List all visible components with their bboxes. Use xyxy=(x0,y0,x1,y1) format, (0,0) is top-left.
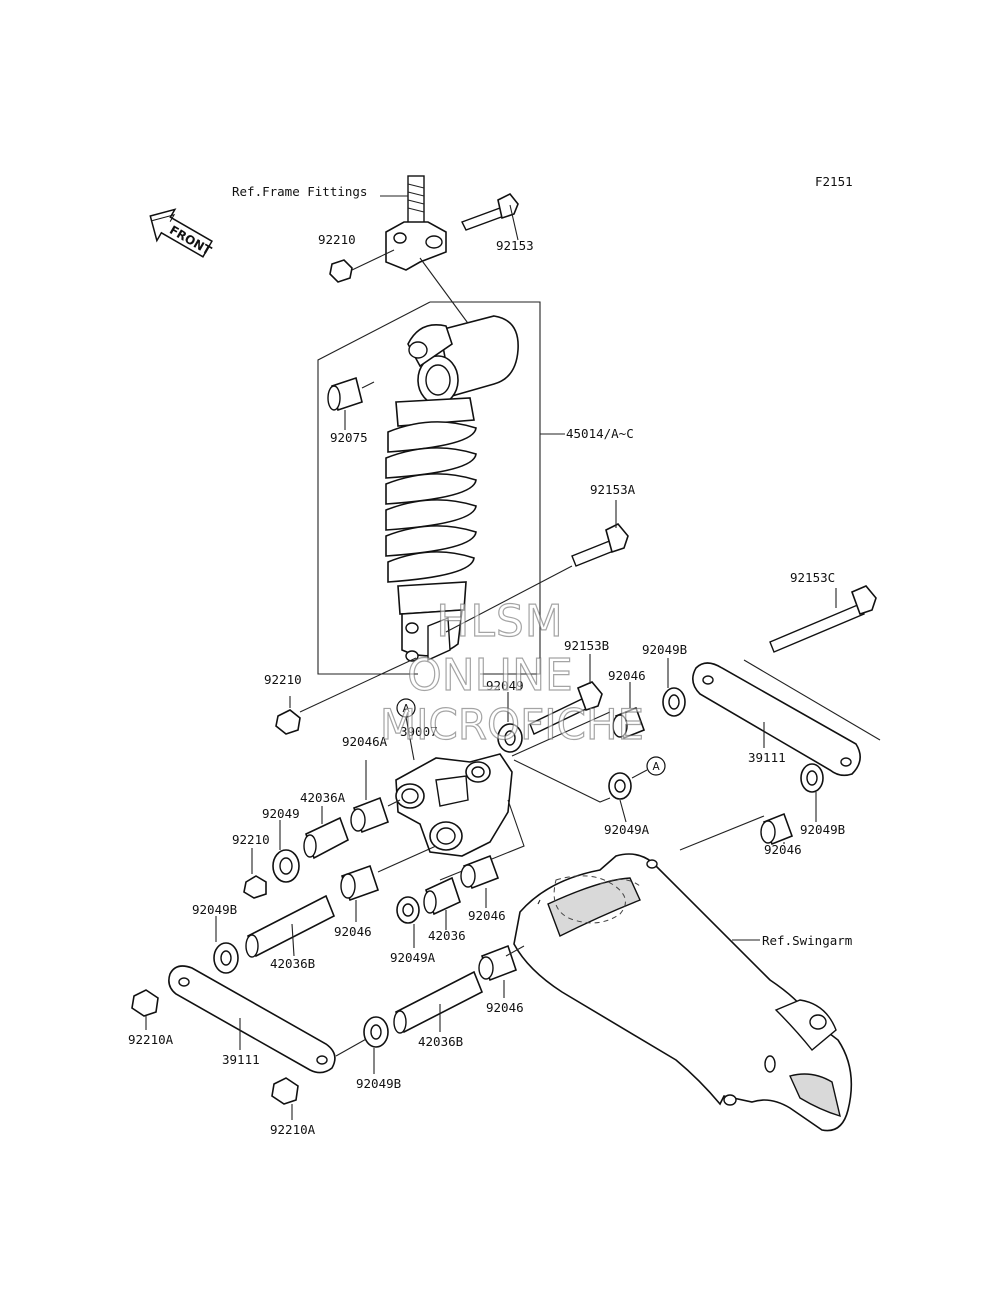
part-label-92046-right: 92046 xyxy=(764,842,802,857)
bolt-92153A xyxy=(571,523,629,567)
tie-rod-39111-right xyxy=(692,662,861,777)
washer-92049B-left xyxy=(213,942,239,974)
nut-92210-mid xyxy=(275,709,301,735)
part-label-39111-left: 39111 xyxy=(222,1052,260,1067)
nut-92210A-left xyxy=(131,989,159,1017)
front-arrow-icon: FRONT xyxy=(149,208,214,258)
part-label-92049A-right: 92049A xyxy=(604,822,650,837)
bearing-92046-mid3 xyxy=(478,944,518,982)
figure-code: F2151 xyxy=(815,174,853,189)
part-label-92210A-bottom: 92210A xyxy=(270,1122,316,1137)
part-label-92153B: 92153B xyxy=(564,638,609,653)
part-label-92049-mid: 92049 xyxy=(486,678,524,693)
ref-frame-fittings-label: Ref.Frame Fittings xyxy=(232,184,367,199)
part-label-92049B-left: 92049B xyxy=(192,902,237,917)
collar-42036B-mid xyxy=(393,970,484,1034)
part-label-39007: 39007 xyxy=(400,724,438,739)
part-label-92046-mid1: 92046 xyxy=(334,924,372,939)
bolt-92153 xyxy=(461,192,519,231)
bearing-92046-mid2 xyxy=(460,854,500,890)
bearing-92046-mid1 xyxy=(340,864,380,902)
marker-a-left: A xyxy=(403,703,411,715)
collar-42036B-left xyxy=(245,894,336,958)
part-label-92046-mid2: 92046 xyxy=(468,908,506,923)
part-label-92210-left: 92210 xyxy=(232,832,270,847)
bearing-92046A xyxy=(350,796,390,834)
part-label-92049-left: 92049 xyxy=(262,806,300,821)
washer-92049B-right-lower xyxy=(800,763,824,793)
part-label-42036B-left: 42036B xyxy=(270,956,315,971)
part-label-92210A-left: 92210A xyxy=(128,1032,174,1047)
part-label-92046-mid3: 92046 xyxy=(486,1000,524,1015)
collar-42036 xyxy=(423,876,461,916)
washer-92049B-bottom xyxy=(363,1016,389,1048)
part-label-39111-right: 39111 xyxy=(748,750,786,765)
bearing-92046-top xyxy=(612,706,646,740)
ref-swingarm-label: Ref.Swingarm xyxy=(762,933,852,948)
part-label-42036: 42036 xyxy=(428,928,466,943)
part-label-92046-top: 92046 xyxy=(608,668,646,683)
marker-a-right: A xyxy=(653,761,661,773)
part-label-92153: 92153 xyxy=(496,238,534,253)
part-label-92049B-bottom: 92049B xyxy=(356,1076,401,1091)
nut-92210-top xyxy=(329,259,353,283)
nut-92210A-bottom xyxy=(271,1077,299,1105)
part-label-92075: 92075 xyxy=(330,430,368,445)
bolt-92153C xyxy=(769,585,877,653)
part-label-92046A: 92046A xyxy=(342,734,388,749)
part-label-92210-top: 92210 xyxy=(318,232,356,247)
part-label-92049A-mid: 92049A xyxy=(390,950,436,965)
collar-92075 xyxy=(327,376,363,412)
part-label-42036A: 42036A xyxy=(300,790,346,805)
washer-92049A-right xyxy=(608,772,632,800)
part-label-92049B-right-lower: 92049B xyxy=(800,822,845,837)
part-label-45014: 45014/A~C xyxy=(566,426,634,441)
bolt-92153B xyxy=(529,681,603,735)
collar-42036A xyxy=(303,816,349,860)
washer-92049B-right xyxy=(662,687,686,717)
marker-a-right-icon xyxy=(646,756,666,776)
swingarm-outline xyxy=(513,853,853,1132)
bearing-92046-right xyxy=(760,812,794,846)
tie-rod-39111-left xyxy=(168,965,336,1074)
rear-shock-absorber xyxy=(385,315,519,662)
washer-92049-mid xyxy=(497,723,523,753)
washer-92049-left xyxy=(272,849,300,883)
part-label-92210-mid: 92210 xyxy=(264,672,302,687)
part-label-92049B-right: 92049B xyxy=(642,642,687,657)
upper-mount-bracket xyxy=(385,175,447,271)
rocker-arm-39007 xyxy=(395,753,513,857)
part-label-42036B-mid: 42036B xyxy=(418,1034,463,1049)
part-label-92153C: 92153C xyxy=(790,570,835,585)
washer-92049A-mid xyxy=(396,896,420,924)
nut-92210-left xyxy=(243,875,267,899)
part-label-92153A: 92153A xyxy=(590,482,636,497)
